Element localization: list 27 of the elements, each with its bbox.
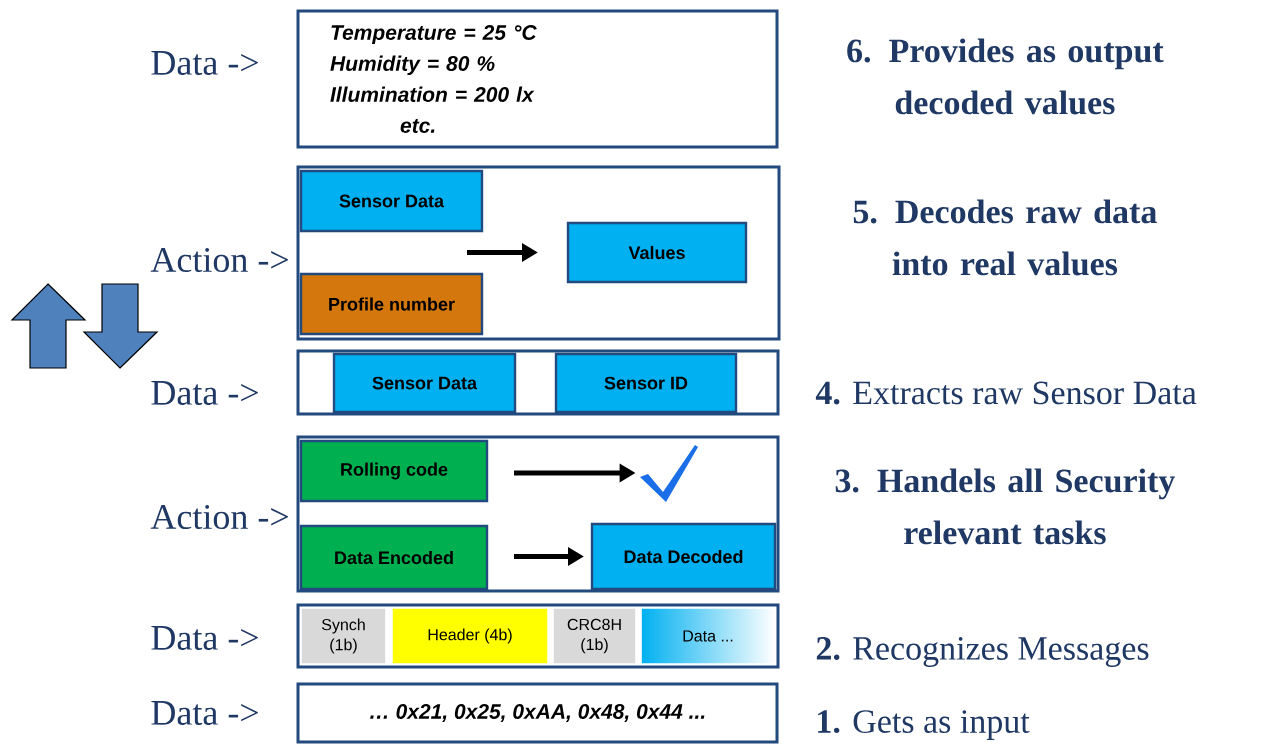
field-box: Rolling code	[299, 439, 489, 503]
step-description: 3. Handels all Security relevant tasks	[835, 468, 1176, 545]
step-description: 6. Provides as output decoded values	[847, 38, 1164, 115]
row-label: Data ->	[151, 381, 258, 405]
step-description: 1. Gets as input	[818, 710, 1030, 740]
byte-stream-box: … 0x21, 0x25, 0xAA, 0x48, 0x44 ...	[296, 682, 779, 744]
step-description: 2. Recognizes Messages	[816, 637, 1149, 667]
message-field: Header (4b)	[391, 607, 549, 665]
field-box: Values	[566, 221, 748, 284]
field-box: Data Encoded	[299, 524, 489, 591]
field-box: Sensor Data	[332, 352, 517, 414]
row-label: Data ->	[151, 51, 258, 75]
row-label: Data ->	[151, 626, 258, 650]
row-label: Action ->	[150, 247, 288, 273]
step-description: 5. Decodes raw data into real values	[853, 199, 1157, 276]
message-field: Data ...	[640, 607, 776, 665]
field-box: Data Decoded	[590, 522, 777, 591]
message-field: CRC8H (1b)	[552, 607, 637, 665]
step-description: 4. Extracts raw Sensor Data	[815, 381, 1197, 405]
field-box: Sensor Data	[299, 169, 484, 233]
field-box: Sensor ID	[554, 352, 738, 414]
reading-box: Temperature = 25 °C Humidity = 80 % Illumination = 200 lx etc.	[296, 9, 779, 149]
field-box: Profile number	[299, 272, 484, 336]
row-label: Action ->	[150, 504, 288, 530]
row-label: Data ->	[151, 701, 258, 725]
message-field: Synch (1b)	[300, 607, 387, 665]
checkmark-icon	[640, 445, 698, 502]
